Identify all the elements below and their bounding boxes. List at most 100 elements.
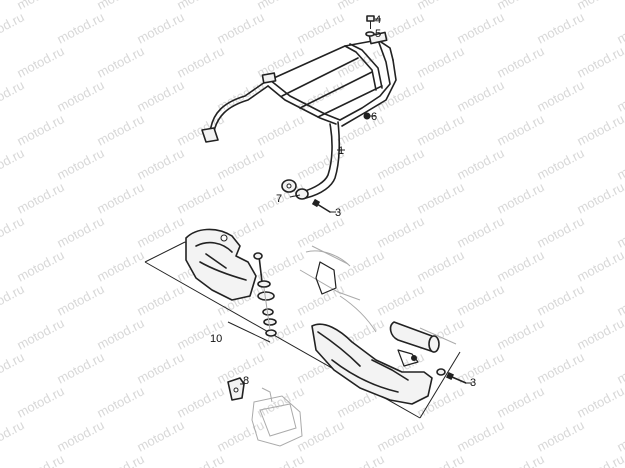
watermark-text: motod.ru	[454, 417, 506, 454]
watermark-text: motod.ru	[174, 179, 226, 216]
watermark-text: motod.ru	[254, 451, 306, 468]
watermark-text: motod.ru	[414, 179, 466, 216]
watermark-text: motod.ru	[614, 213, 625, 250]
watermark-text: motod.ru	[414, 43, 466, 80]
callout-4: 4	[375, 14, 381, 26]
watermark-text: motod.ru	[614, 145, 625, 182]
watermark-text: motod.ru	[214, 145, 266, 182]
callout-3-lower: 3	[470, 377, 476, 389]
watermark-text: motod.ru	[94, 179, 146, 216]
watermark-text: motod.ru	[94, 315, 146, 352]
watermark-text: motod.ru	[294, 9, 346, 46]
watermark-text: motod.ru	[494, 383, 546, 420]
watermark-text: motod.ru	[454, 281, 506, 318]
callout-3-upper: 3	[335, 207, 341, 219]
watermark-text: motod.ru	[94, 247, 146, 284]
watermark-text: motod.ru	[14, 315, 66, 352]
watermark-text: motod.ru	[54, 213, 106, 250]
watermark-text: motod.ru	[454, 145, 506, 182]
watermark-text: motod.ru	[134, 145, 186, 182]
watermark-text: motod.ru	[134, 9, 186, 46]
watermark-text: motod.ru	[94, 43, 146, 80]
watermark-text: motod.ru	[0, 417, 27, 454]
watermark-text: motod.ru	[54, 281, 106, 318]
watermark-text: motod.ru	[494, 0, 546, 13]
bolt-3-upper	[311, 198, 331, 213]
watermark-text: motod.ru	[374, 281, 426, 318]
watermark-text: motod.ru	[94, 383, 146, 420]
light-housing	[251, 387, 303, 447]
watermark-text: motod.ru	[0, 281, 27, 318]
watermark-text: motod.ru	[0, 9, 27, 46]
watermark-text: motod.ru	[614, 281, 625, 318]
watermark-text: motod.ru	[174, 0, 226, 13]
bolt-3-lower	[436, 368, 472, 384]
watermark-text: motod.ru	[134, 349, 186, 386]
watermark-text: motod.ru	[614, 349, 625, 386]
watermark-text: motod.ru	[454, 213, 506, 250]
watermark-text: motod.ru	[14, 451, 66, 468]
watermark-text: motod.ru	[14, 383, 66, 420]
watermark-text: motod.ru	[174, 111, 226, 148]
watermark-text: motod.ru	[254, 315, 306, 352]
watermark-text: motod.ru	[94, 111, 146, 148]
watermark-text: motod.ru	[14, 247, 66, 284]
watermark-text: motod.ru	[534, 417, 586, 454]
handguard-left	[185, 228, 257, 301]
watermark-text: motod.ru	[334, 111, 386, 148]
watermark-text: motod.ru	[214, 77, 266, 114]
callout-10: 10	[210, 333, 222, 345]
leader-lines	[289, 18, 381, 213]
watermark-text: motod.ru	[454, 77, 506, 114]
watermark-text: motod.ru	[374, 213, 426, 250]
watermark-text: motod.ru	[574, 111, 625, 148]
watermark-text: motod.ru	[14, 179, 66, 216]
watermark-text: motod.ru	[614, 417, 625, 454]
callout-1: 1	[338, 145, 344, 157]
watermark-text: motod.ru	[494, 315, 546, 352]
watermark-text: motod.ru	[54, 9, 106, 46]
watermark-text: motod.ru	[494, 179, 546, 216]
watermark-text: motod.ru	[214, 9, 266, 46]
watermark-text: motod.ru	[14, 111, 66, 148]
watermark-text: motod.ru	[494, 43, 546, 80]
watermark-text: motod.ru	[254, 111, 306, 148]
callout-8: 8	[243, 375, 249, 387]
watermark-text: motod.ru	[534, 77, 586, 114]
callout-5: 5	[375, 28, 381, 40]
watermark-text: motod.ru	[54, 77, 106, 114]
watermark-text: motod.ru	[574, 451, 625, 468]
watermark-text: motod.ru	[574, 315, 625, 352]
watermark-text: motod.ru	[534, 9, 586, 46]
watermark-text: motod.ru	[534, 281, 586, 318]
watermark-text: motod.ru	[254, 0, 306, 13]
watermark-text: motod.ru	[0, 77, 27, 114]
watermark-text: motod.ru	[374, 417, 426, 454]
callout-labels: 4 5 6 1 7 3 10 8 3	[210, 14, 476, 389]
watermark-text: motod.ru	[134, 417, 186, 454]
watermark-text: motod.ru	[614, 9, 625, 46]
watermark-text: motod.ru	[574, 43, 625, 80]
watermark-text: motod.ru	[334, 0, 386, 13]
watermark-text: motod.ru	[0, 213, 27, 250]
watermark-text: motod.ru	[334, 247, 386, 284]
watermark-text: motod.ru	[174, 43, 226, 80]
watermark-text: motod.ru	[614, 77, 625, 114]
watermark-text: motod.ru	[414, 0, 466, 13]
watermark-text: motod.ru	[134, 281, 186, 318]
watermark-text: motod.ru	[534, 213, 586, 250]
watermark-text: motod.ru	[214, 417, 266, 454]
watermark-text: motod.ru	[94, 451, 146, 468]
bracket-8	[227, 377, 245, 401]
watermark-text: motod.ru	[414, 451, 466, 468]
handlebar-clamp	[299, 245, 377, 333]
watermark-text: motod.ru	[414, 111, 466, 148]
mount-hardware-left	[253, 252, 277, 337]
watermark-text: motod.ru	[574, 247, 625, 284]
luggage-rack	[201, 31, 397, 200]
watermark-text: motod.ru	[54, 417, 106, 454]
watermark-text: motod.ru	[54, 349, 106, 386]
watermark-text: motod.ru	[574, 179, 625, 216]
